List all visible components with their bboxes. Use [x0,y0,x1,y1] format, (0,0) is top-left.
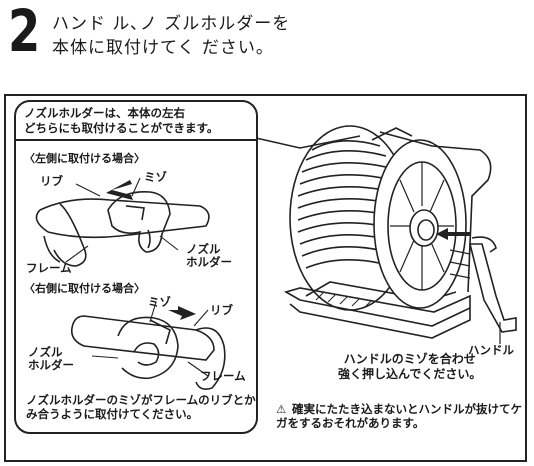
step-number: 2 [8,0,41,65]
left-mount-illustration [35,191,210,267]
right-holder-line1: ノズル [28,345,63,359]
inset-header-line1: ノズルホルダーは、本体の左右 [24,106,185,120]
left-mount-label: 〈左側に取付ける場合〉 [24,152,145,165]
main-caption-line1: ハンドルのミゾを合わせ [343,352,476,366]
inset-divider [14,139,258,141]
callout-leader [255,135,361,149]
figure-frame [4,94,527,462]
handle-arrow [436,228,470,240]
left-holder-line1: ノズル [186,242,221,256]
step-title: ハンド ル､ノ ズルホルダーを 本体に取付けてく ださい。 [52,12,290,60]
right-frame-label: フレーム [200,369,246,383]
left-rib-label: リブ [40,174,63,188]
left-holder-line2: ホルダー [186,255,232,269]
left-frame-label: フレーム [26,261,72,275]
left-holder-label: ノズル ホルダー [186,243,232,269]
left-groove-label: ミゾ [144,170,167,184]
warning-note: ⚠確実にたたき込まないとハンドルが抜けてケガをするおそれがあります。 [276,402,526,430]
inset-panel [14,100,258,434]
main-caption-line2: 強く押し込んでください。 [338,367,482,381]
inset-header: ノズルホルダーは、本体の左右 どちらにも取付けることができます。 [24,106,218,136]
right-holder-line2: ホルダー [28,358,74,372]
reel-illustration [283,125,517,339]
right-rib-label: リブ [210,303,233,317]
step-title-line2: 本体に取付けてく ださい。 [52,38,274,58]
right-mount-label: 〈右側に取付ける場合〉 [24,282,145,295]
leader-lines [65,177,209,377]
step-title-line1: ハンド ル､ノ ズルホルダーを [52,14,291,34]
warning-text: 確実にたたき込まないとハンドルが抜けてケガをするおそれがあります。 [276,402,522,430]
left-arrow [106,180,133,200]
right-holder-label: ノズル ホルダー [28,346,74,372]
handle-label: ハンドル [468,343,514,357]
warning-icon: ⚠ [276,402,287,416]
main-caption: ハンドルのミゾを合わせ 強く押し込んでください。 [338,352,481,382]
right-mount-illustration [70,315,226,390]
inset-footer: ノズルホルダーのミゾがフレームのリブとかみ合うように取付けてください。 [26,393,256,421]
right-groove-label: ミゾ [148,295,171,309]
inset-header-line2: どちらにも取付けることができます。 [24,121,219,135]
right-arrow [168,306,196,320]
